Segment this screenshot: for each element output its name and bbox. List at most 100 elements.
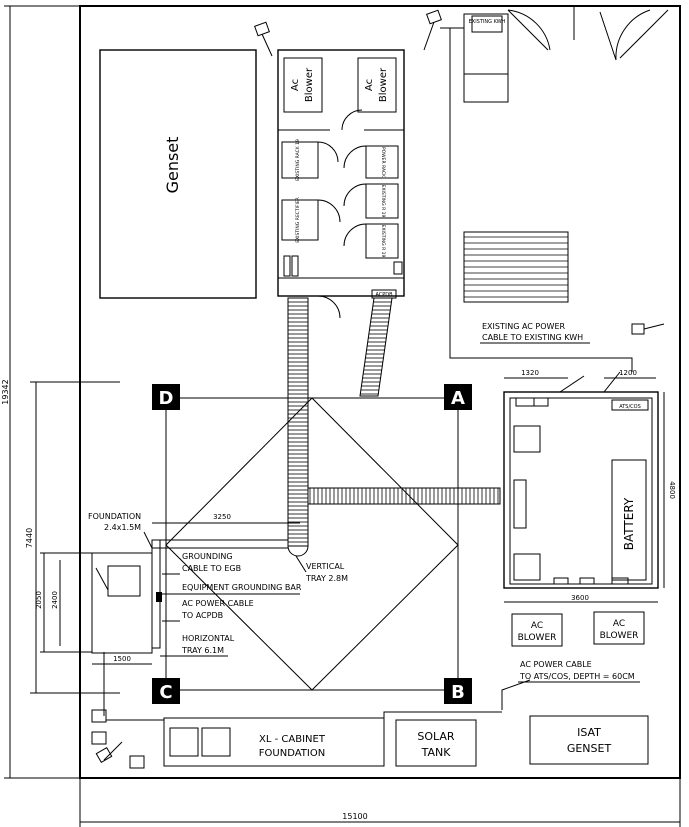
overall-height-label: 19342 [1, 379, 10, 404]
svg-text:CABLE TO EXISTING KWH: CABLE TO EXISTING KWH [482, 333, 583, 342]
genset-room: Genset [99, 49, 257, 299]
lamp-symbols [91, 9, 665, 769]
svg-text:B: B [451, 682, 465, 703]
svg-text:VERTICAL: VERTICAL [306, 562, 345, 571]
xl-cabinet-foundation: XL - CABINET FOUNDATION [163, 717, 385, 767]
equipment-grounding-bar [156, 592, 162, 602]
existing-kwh-box [471, 15, 503, 33]
acpdb-label: ACPDB [375, 292, 393, 298]
svg-text:AC POWER CABLE: AC POWER CABLE [520, 660, 592, 669]
shelter-length-label: 3600 [571, 594, 589, 602]
svg-text:EXISTING AC POWER: EXISTING AC POWER [482, 322, 565, 331]
tower-leg-d: D [152, 384, 180, 410]
ac-blower-1 [283, 57, 323, 113]
svg-text:2.4x1.5M: 2.4x1.5M [104, 523, 141, 532]
svg-text:CABLE TO EGB: CABLE TO EGB [182, 564, 241, 573]
ats-cos-label: ATS/COS [619, 404, 641, 410]
stair-tray [359, 297, 393, 397]
shelter: 1320 1200 4800 3600 ATS/COS BATTERY [503, 369, 676, 603]
svg-text:TO ATS/COS, DEPTH = 60CM: TO ATS/COS, DEPTH = 60CM [519, 672, 635, 681]
note-ac-cable-acpdb: AC POWER CABLE TO ACPDB [162, 599, 254, 622]
svg-text:TRAY 2.8M: TRAY 2.8M [305, 574, 348, 583]
svg-text:POWER RACK: POWER RACK [380, 147, 386, 178]
svg-text:FOUNDATION: FOUNDATION [88, 512, 141, 521]
svg-text:D: D [159, 388, 174, 409]
svg-text:EXISTING RECTIFIER: EXISTING RECTIFIER [295, 197, 301, 243]
foundation-width-label: 1500 [113, 655, 131, 663]
battery-label: BATTERY [622, 497, 636, 550]
svg-text:HORIZONTAL: HORIZONTAL [182, 634, 235, 643]
note-horizontal-tray: HORIZONTAL TRAY 6.1M [160, 634, 235, 657]
overall-width-dimension: 15100 [79, 778, 681, 827]
svg-text:ISAT: ISAT [577, 726, 601, 739]
svg-text:EQUIPMENT GROUNDING BAR: EQUIPMENT GROUNDING BAR [182, 583, 302, 592]
power-rack [365, 145, 399, 179]
equipment-room: Ac Blower Ac Blower EXISTING RACK 19 EXI… [277, 49, 405, 319]
note-ac-cable-ats: AC POWER CABLE TO ATS/COS, DEPTH = 60CM [518, 660, 640, 683]
tower-structure [165, 397, 459, 691]
svg-text:TRAY 6.1M: TRAY 6.1M [181, 646, 224, 655]
svg-text:FOUNDATION: FOUNDATION [259, 748, 325, 759]
svg-text:Blower: Blower [304, 67, 315, 102]
horizontal-tray [307, 487, 501, 505]
note-grounding-cable: GROUNDING CABLE TO EGB [162, 552, 241, 575]
existing-ac-cable-route [449, 28, 633, 372]
shelter-width-right-label: 1200 [619, 369, 637, 377]
existing-rectifier [281, 199, 319, 241]
svg-text:C: C [159, 682, 172, 703]
tower-side-label: 7440 [25, 528, 34, 548]
battery-box [611, 459, 647, 581]
svg-text:GENSET: GENSET [567, 742, 612, 755]
overall-width-label: 15100 [342, 812, 367, 821]
svg-text:EXISTING R 19: EXISTING R 19 [380, 225, 386, 258]
note-vertical-tray: VERTICAL TRAY 2.8M [295, 555, 348, 583]
foundation-offset-label: 3250 [213, 513, 231, 521]
existing-rack-19 [281, 141, 319, 179]
tower-leg-c: C [152, 678, 180, 704]
shelter-width-left-label: 1320 [521, 369, 539, 377]
note-egb: EQUIPMENT GROUNDING BAR [162, 583, 302, 595]
svg-text:BLOWER: BLOWER [600, 631, 639, 641]
tower-leg-a: A [444, 384, 472, 410]
svg-text:AC POWER CABLE: AC POWER CABLE [182, 599, 254, 608]
existing-rack-b [365, 223, 399, 259]
svg-text:TANK: TANK [421, 746, 452, 759]
foundation-inner-label: 2400 [51, 591, 59, 609]
svg-text:A: A [451, 388, 465, 409]
genset-label: Genset [163, 137, 182, 194]
svg-text:AC: AC [531, 621, 543, 631]
svg-text:Blower: Blower [378, 67, 389, 102]
svg-text:Ac: Ac [364, 79, 375, 91]
ac-blower-left: AC BLOWER [511, 613, 563, 647]
svg-text:EXISTING RACK 19: EXISTING RACK 19 [295, 139, 301, 181]
solar-tank: SOLAR TANK [395, 719, 477, 767]
foundation-dimensions: 2050 2400 1500 3250 [35, 513, 300, 665]
cabinet-on-foundation [107, 565, 141, 597]
vertical-tray-main [287, 297, 309, 547]
svg-text:BLOWER: BLOWER [518, 633, 557, 643]
existing-rack-a [365, 183, 399, 219]
note-existing-ac-cable: EXISTING AC POWER CABLE TO EXISTING KWH [480, 322, 590, 344]
note-foundation: FOUNDATION 2.4x1.5M [88, 512, 153, 549]
tower-leg-b: B [444, 678, 472, 704]
existing-kwh-area: EXISTING KWH [463, 6, 669, 303]
svg-text:Ac: Ac [290, 79, 301, 91]
svg-text:GROUNDING: GROUNDING [182, 552, 233, 561]
svg-text:EXISTING R 19: EXISTING R 19 [380, 185, 386, 218]
tower-side-dimension: 7440 [25, 381, 120, 694]
overall-height-dimension: 19342 [1, 5, 80, 779]
svg-text:XL - CABINET: XL - CABINET [259, 734, 326, 745]
ac-cable-to-ats-route [383, 679, 531, 720]
isat-genset: ISAT GENSET [529, 715, 649, 765]
svg-text:AC: AC [613, 619, 625, 629]
svg-text:EXISTING KWH: EXISTING KWH [469, 19, 506, 25]
foundation-outer-label: 2050 [35, 591, 43, 609]
site-boundary [79, 5, 681, 779]
foundation [91, 539, 162, 654]
shelter-depth-label: 4800 [668, 481, 676, 499]
svg-text:SOLAR: SOLAR [417, 730, 455, 743]
ac-blower-2 [357, 57, 397, 113]
ac-blower-right: AC BLOWER [593, 611, 645, 645]
svg-text:TO ACPDB: TO ACPDB [181, 611, 223, 620]
